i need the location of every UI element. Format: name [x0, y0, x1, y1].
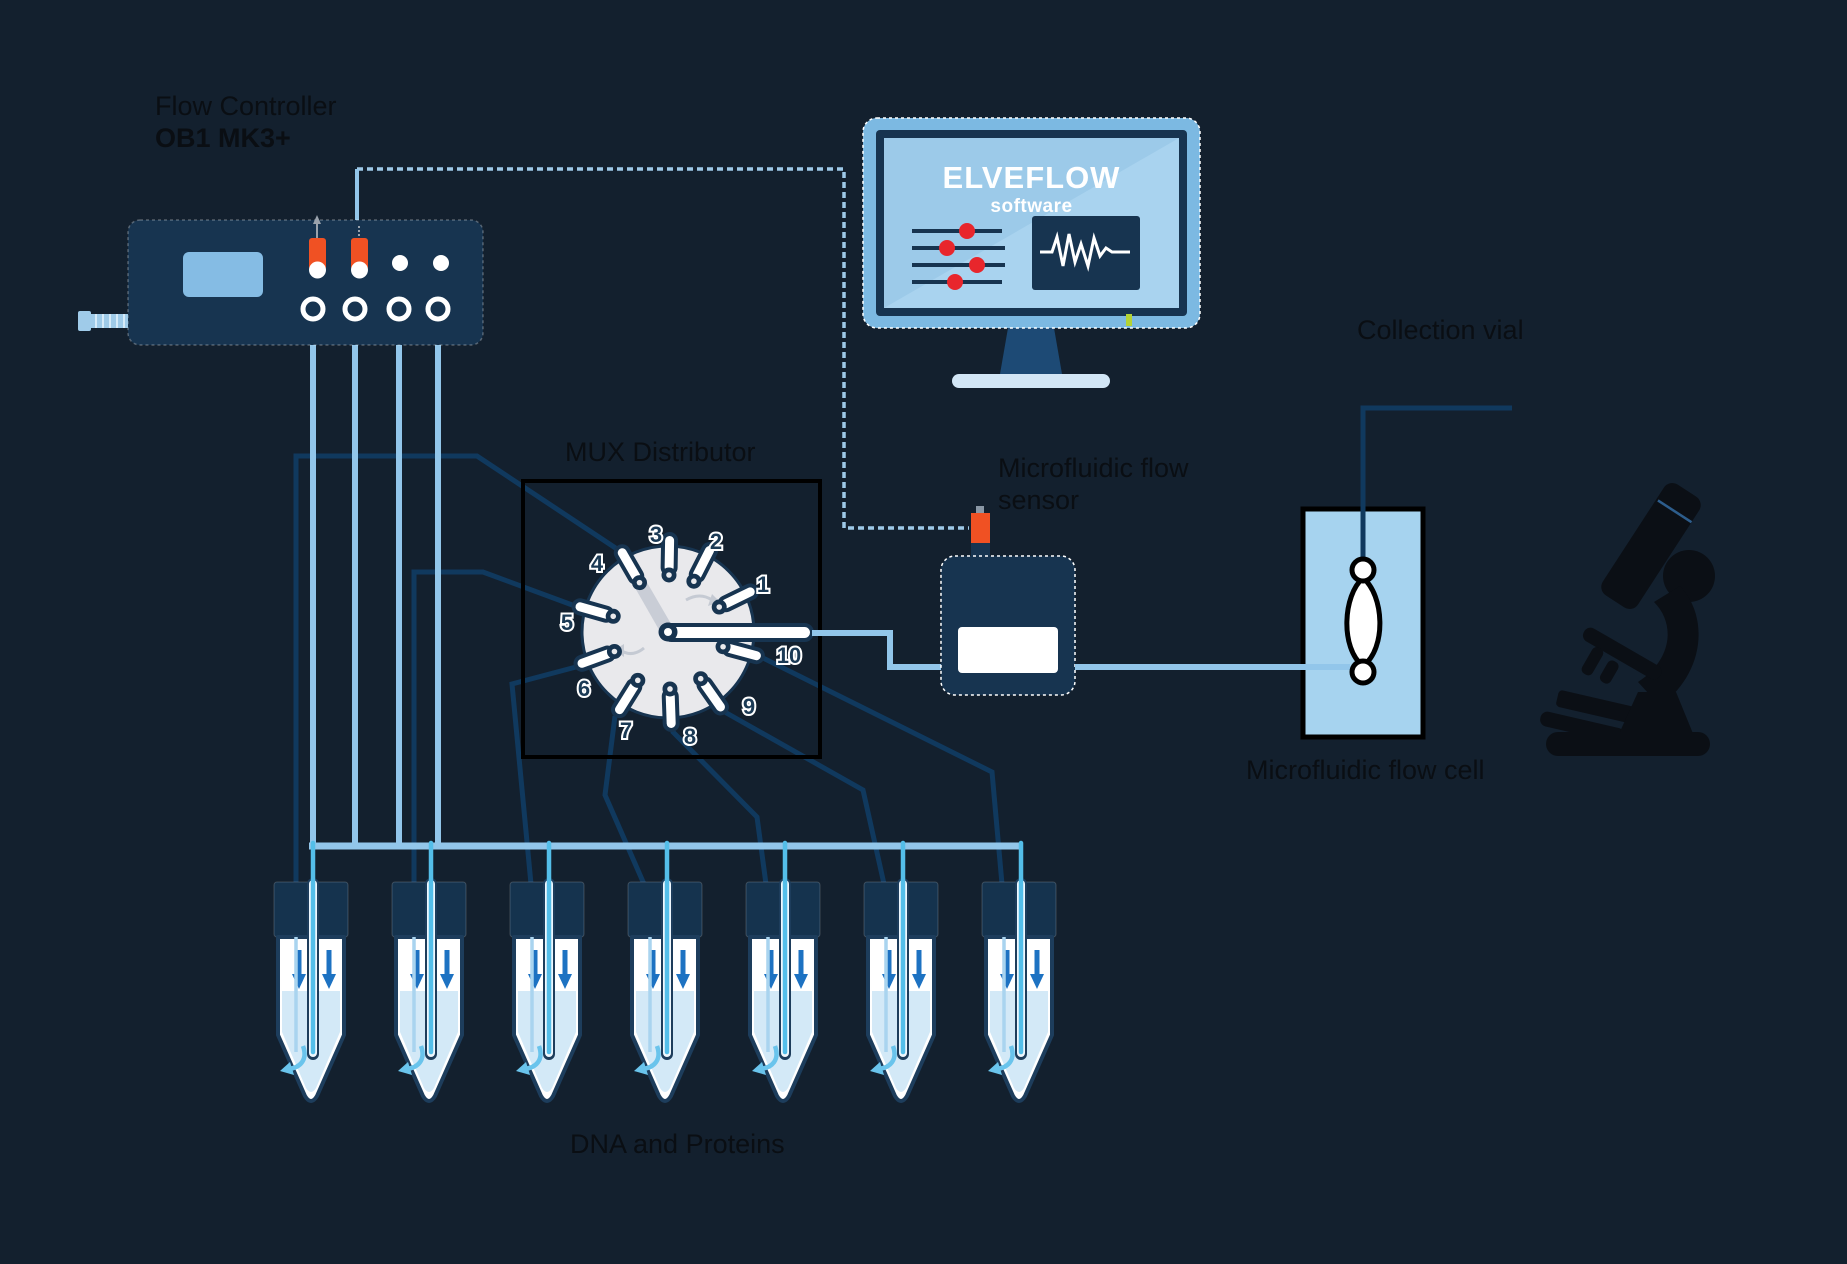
reservoir-tube: [745, 840, 821, 1103]
mux-port-number: 10: [777, 643, 801, 668]
reservoir-tube: [863, 840, 939, 1103]
reservoir-tube: [509, 840, 585, 1103]
reservoirs-label: DNA and Proteins: [570, 1129, 785, 1159]
outlet-port-4: [425, 296, 451, 322]
mux-port-7: 7: [611, 672, 646, 745]
mux-port-6: 6: [573, 643, 622, 703]
pressure-knob-1: [309, 238, 326, 279]
reservoir-tube: [981, 840, 1057, 1103]
flow-controller-device: [78, 215, 484, 346]
flow-controller-label-line2: OB1 MK3+: [155, 123, 291, 153]
controller-screen: [183, 252, 263, 297]
mux-distributor-valve: 1 2 3 4 5 6 7 8 9 10: [559, 520, 814, 751]
pressure-down-arrow-icon: [794, 974, 808, 989]
outlet-port-2: [342, 296, 368, 322]
mux-port-2: 2: [686, 527, 724, 589]
mux-port-number: 2: [710, 529, 722, 554]
inlet-plug-cap: [78, 311, 91, 331]
mux-port-number: 1: [757, 572, 769, 597]
monitor-base: [952, 374, 1110, 388]
communication-dashed-line: [355, 167, 969, 530]
fluid-line-port8: [670, 729, 769, 885]
indicator-led-1: [392, 255, 408, 271]
mux-port-3: 3: [648, 520, 679, 583]
reservoir-tube: [273, 840, 349, 1103]
mux-port-number: 7: [620, 718, 632, 743]
flow-sensor-label: Microfluidic flow sensor: [998, 452, 1189, 516]
mux-port-5: 5: [559, 598, 621, 637]
fluid-line-port9: [721, 708, 887, 885]
reservoir-tubes: [273, 840, 1057, 1103]
slider-dot-3: [969, 257, 985, 273]
indicator-led-2: [433, 255, 449, 271]
outlet-port-1: [300, 296, 326, 322]
waveform-panel: [1032, 216, 1140, 290]
mux-port-number: 8: [684, 724, 696, 749]
software-subtitle: software: [990, 196, 1073, 217]
pressure-down-arrow-icon: [322, 974, 336, 989]
mux-port-number: 4: [591, 551, 604, 576]
mux-distributor-label: MUX Distributor: [565, 437, 756, 467]
flow-sensor-label-line1: Microfluidic flow: [998, 453, 1189, 483]
mux-ports: 1 2 3 4 5 6 7 8 9 10: [559, 520, 803, 751]
mux-port-1: 1: [711, 570, 771, 615]
fluid-line-port6: [509, 664, 577, 885]
mux-frame: [521, 479, 822, 759]
flow-controller-label-line1: Flow Controller: [155, 91, 337, 121]
microscope-icon: [1540, 483, 1715, 756]
flow-cell-label: Microfluidic flow cell: [1246, 755, 1485, 785]
pressure-down-arrow-icon: [1030, 974, 1044, 989]
rotation-arrow-cw-icon: [685, 594, 713, 602]
pressure-down-arrow-icon: [676, 974, 690, 989]
mux-port-number: 5: [561, 610, 573, 635]
mux-port-number: 3: [650, 522, 662, 547]
valve-stem-arrow-icon: [313, 215, 321, 224]
fluid-line-port7: [602, 715, 647, 886]
flow-cell-channel: [1344, 574, 1383, 670]
mux-port-number: 9: [743, 694, 755, 719]
pressure-down-arrow-icon: [440, 974, 454, 989]
flow-sensor-label-line2: sensor: [998, 485, 1080, 515]
slider-dot-1: [959, 223, 975, 239]
fluid-line-port5: [411, 569, 576, 884]
reservoir-tube: [627, 840, 703, 1103]
fluid-line-port4: [293, 453, 619, 884]
mux-port-number: 6: [578, 676, 590, 701]
sensor-display: [958, 627, 1058, 673]
mux-outlet-port: [658, 622, 814, 642]
mux-selector-wedge: [634, 579, 674, 635]
pressure-down-arrow-icon: [912, 974, 926, 989]
software-brand: ELVEFLOW: [942, 160, 1121, 195]
mux-port-4: 4: [589, 544, 647, 591]
pressure-down-arrow-icon: [558, 974, 572, 989]
flow-controller-label: Flow Controller OB1 MK3+: [155, 90, 337, 154]
monitor-stand: [1000, 328, 1062, 374]
waveform-icon: [1040, 231, 1130, 272]
pressure-knob-2: [351, 238, 368, 279]
flow-sensor-device: [940, 506, 1076, 696]
mux-port-8: 8: [661, 681, 698, 751]
flow-line-mux-to-sensor: [812, 630, 941, 670]
fluid-lines: [293, 453, 1005, 886]
mux-port-9: 9: [693, 671, 757, 721]
software-monitor: [862, 117, 1201, 388]
outlet-port-3: [386, 296, 412, 322]
reservoir-tube: [391, 840, 467, 1103]
sensor-connector: [971, 513, 990, 548]
collection-vial-label: Collection vial: [1357, 315, 1524, 345]
flow-cell-assembly: [1075, 405, 1512, 740]
slider-dot-2: [939, 240, 955, 256]
slider-dot-4: [947, 274, 963, 290]
mux-port-10: 10: [715, 639, 803, 670]
pressure-inlet-plug: [90, 314, 128, 328]
power-led: [1126, 314, 1132, 326]
collection-vial-line: [1360, 405, 1512, 563]
